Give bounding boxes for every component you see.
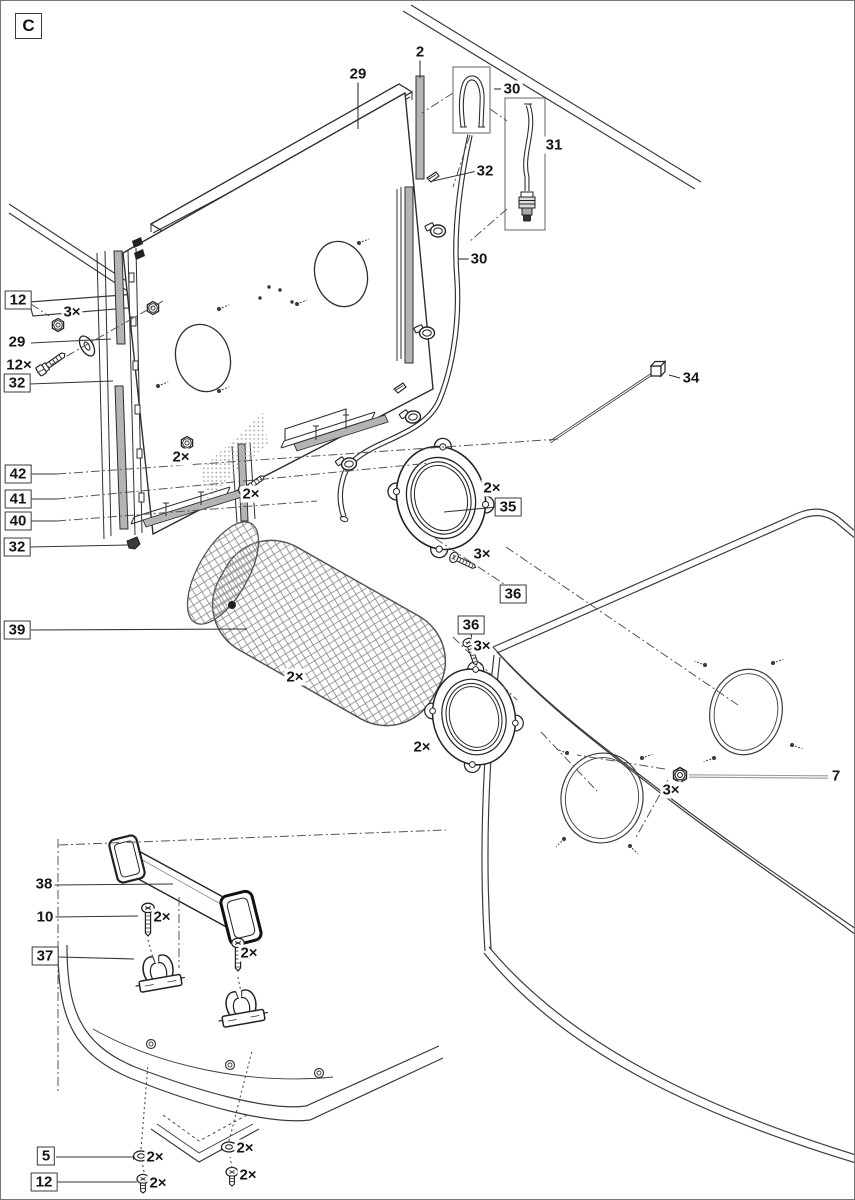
hose-31-boxed (504, 97, 546, 231)
tub-main (481, 508, 854, 1164)
screw-36-upper (447, 550, 479, 573)
pipe-clip-37-left (130, 950, 187, 994)
mesh-cylinder-39 (186, 521, 447, 727)
tub-screw-hole-marks (554, 656, 804, 856)
left-channel-rails (96, 237, 145, 540)
screw-10-left (141, 902, 155, 937)
screw-10-right (231, 937, 245, 972)
pipe-clip-37-right (213, 985, 270, 1029)
alignment-dashdot-lines (30, 92, 739, 1094)
hose-30-long (337, 134, 473, 523)
nut-7-leader (688, 774, 829, 779)
bracket-rail-40 (130, 486, 243, 528)
nut-7 (672, 766, 688, 784)
rail-2 (396, 75, 425, 364)
sheet-clips-32 (126, 171, 440, 550)
dotted-leaders (140, 939, 253, 1173)
washer-5-left (132, 1150, 150, 1162)
mesh-screen-42 (201, 413, 268, 500)
leader-lines (28, 60, 681, 1183)
washer-5-right (220, 1141, 238, 1153)
screw-12-right (225, 1166, 239, 1187)
bracket-rail-41 (280, 408, 389, 452)
screw-12-left (136, 1173, 150, 1194)
hose-31-fitting (518, 191, 536, 222)
tub-inset (57, 944, 444, 1163)
cable-tie-34 (549, 360, 666, 444)
u-hose-30-boxed (452, 66, 491, 134)
figure-label: C (15, 13, 42, 39)
handle-38 (108, 834, 263, 947)
nut-2x (180, 435, 194, 451)
